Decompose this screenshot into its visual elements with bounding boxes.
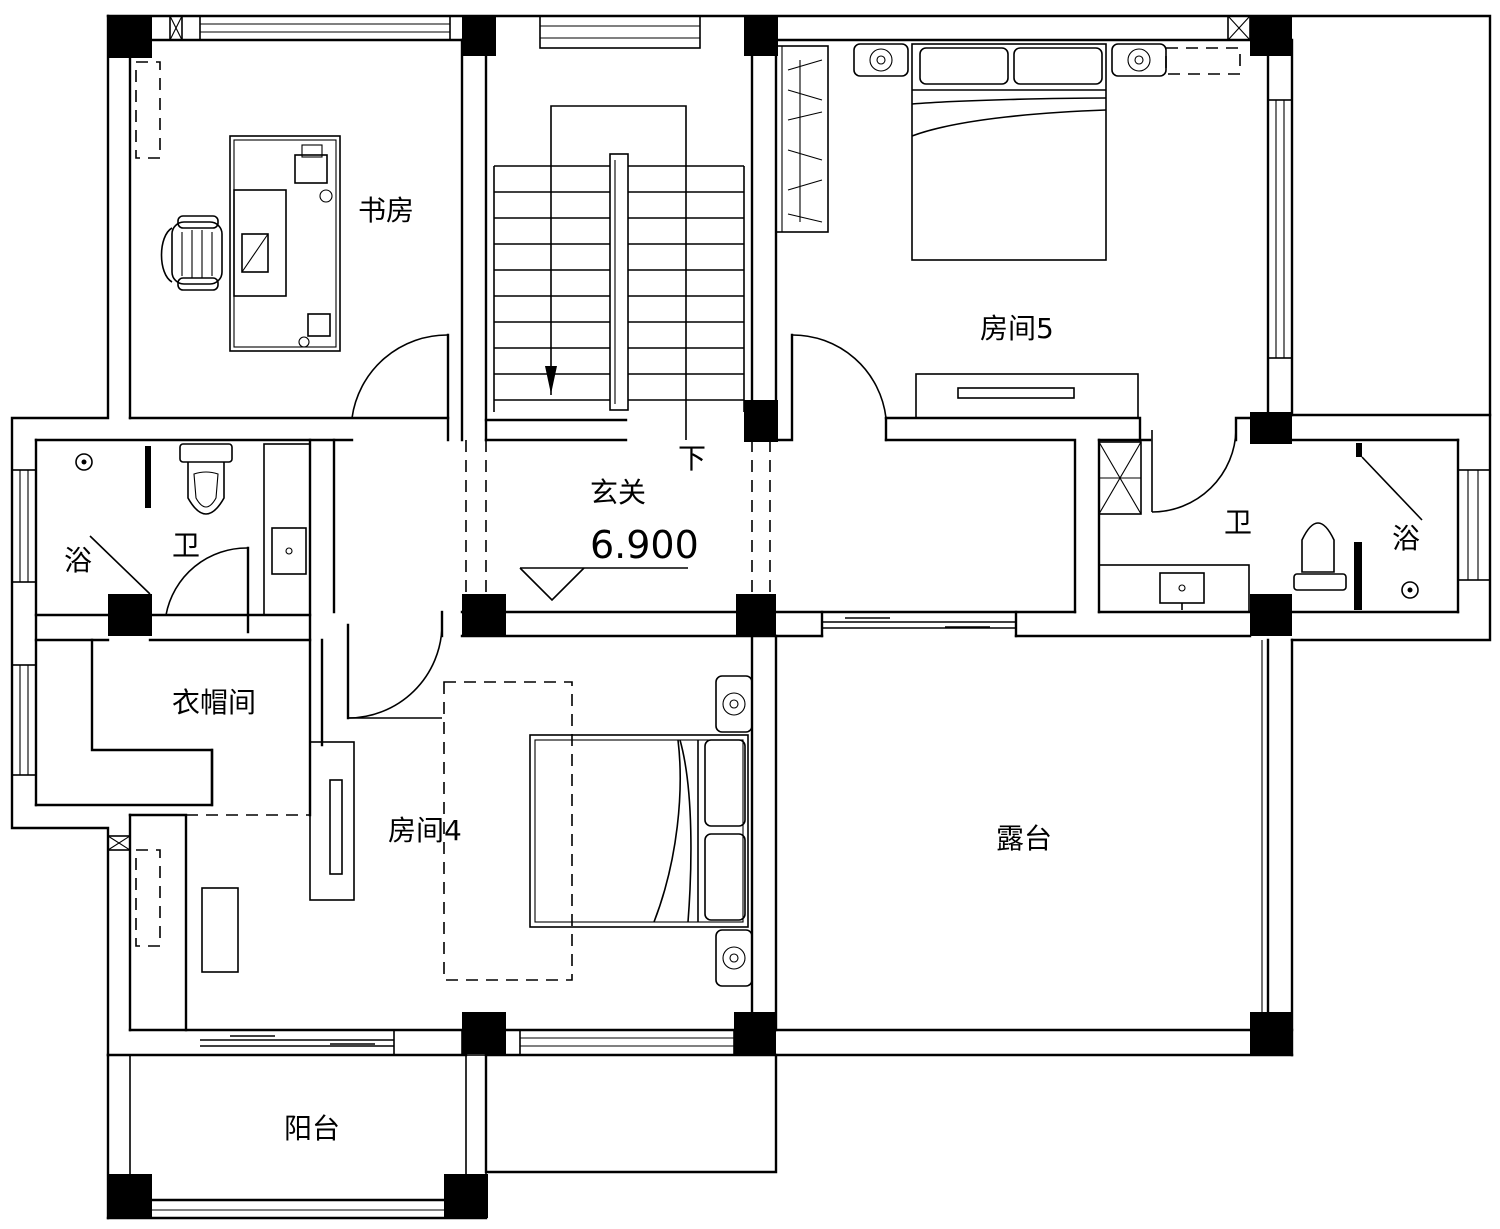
room5-tv-cabinet — [915, 373, 1139, 419]
room-label-room4: 房间4 — [388, 814, 462, 847]
room5-nightstands — [853, 43, 1241, 77]
left-bath-fixtures — [75, 443, 311, 616]
room-label-foyer: 玄关 — [590, 476, 646, 509]
room4-desk — [135, 814, 310, 973]
office-chair — [160, 215, 223, 291]
room4-nightstands — [715, 675, 753, 987]
windows — [11, 15, 1491, 1211]
swing-doors — [165, 334, 1237, 719]
room5-wardrobe — [775, 45, 829, 233]
elevation-value: 6.900 — [590, 523, 699, 567]
stair-direction-label: 下 — [678, 442, 706, 475]
room-label-shower-right: 浴 — [1392, 522, 1420, 555]
room-label-balcony: 阳台 — [284, 1112, 340, 1145]
study-desk — [229, 135, 341, 352]
room-label-shower-left: 浴 — [64, 544, 92, 577]
elevation-marker — [519, 567, 688, 602]
room-label-room5: 房间5 — [980, 312, 1054, 345]
room-label-bath-left: 卫 — [172, 529, 200, 562]
staircase — [465, 105, 771, 594]
columns — [108, 16, 1292, 1218]
room4-bed — [443, 681, 749, 981]
room5-bed — [911, 43, 1107, 261]
room-label-bath-right: 卫 — [1224, 506, 1252, 539]
room-label-study: 书房 — [358, 194, 414, 227]
room-label-cloakroom: 衣帽间 — [172, 686, 256, 719]
room4-tv-cabinet — [309, 741, 355, 901]
room-label-terrace: 露台 — [996, 822, 1052, 855]
room-labels: 书房 房间5 玄关 下 6.900 卫 浴 卫 浴 衣帽间 房间4 露台 阳台 — [64, 194, 1420, 1145]
sliding-doors — [200, 617, 1016, 1056]
right-bath-fixtures — [1098, 441, 1423, 613]
study-shelf — [135, 61, 161, 159]
